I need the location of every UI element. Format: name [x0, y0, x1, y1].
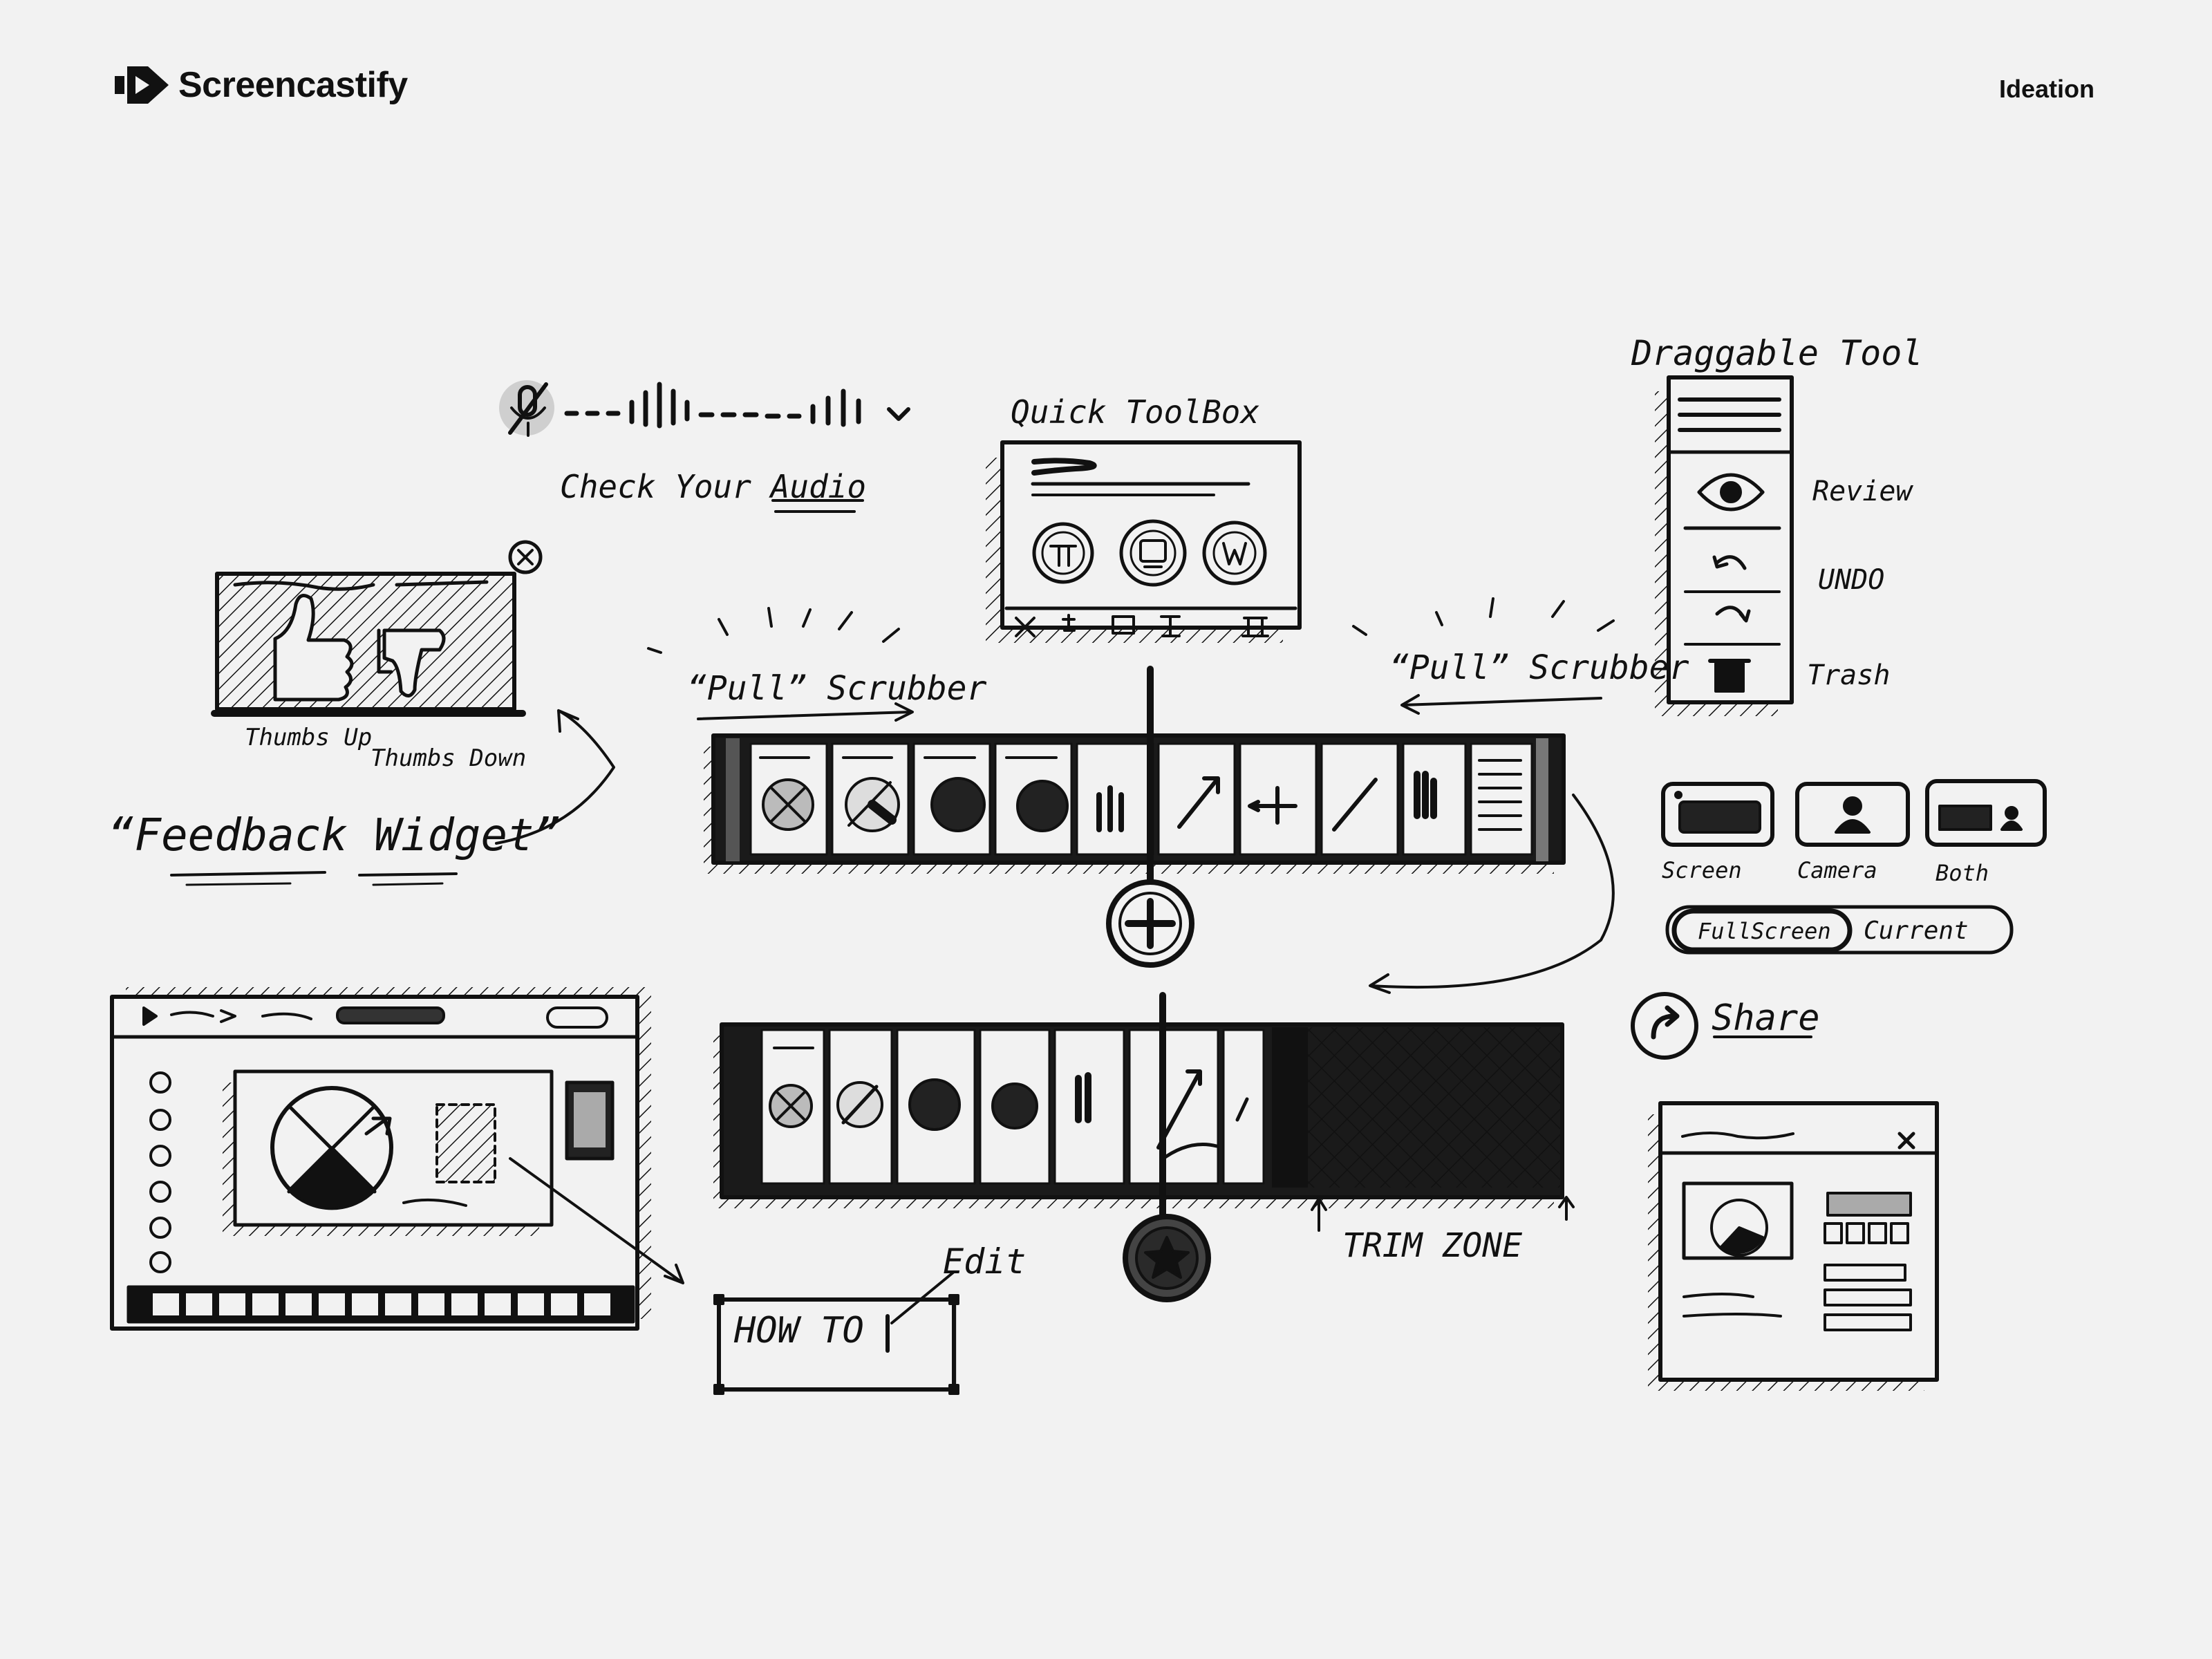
thumbs-down-icon[interactable]: [377, 628, 446, 697]
brand-logo: Screencastify: [115, 64, 408, 106]
crop-icon: [1112, 615, 1135, 635]
share-label[interactable]: Share: [1712, 997, 1820, 1039]
capture-area-toggle[interactable]: [1665, 905, 2014, 955]
pull-scrubber-right-annotation: [1352, 597, 1615, 715]
editor-tool-strip[interactable]: [151, 1292, 612, 1317]
chevron-down-icon[interactable]: [887, 407, 910, 421]
toggle-fullscreen-label[interactable]: FullScreen: [1698, 918, 1831, 944]
feedback-arrow: [495, 709, 615, 845]
feedback-widget-label: “Feedback Widget”: [108, 810, 561, 861]
audio-label: Check Your Audio: [560, 468, 866, 505]
quick-toolbox: [986, 440, 1302, 643]
draggable-tool-title: Draggable Tool: [1631, 333, 1922, 373]
thumbs-up-icon[interactable]: [273, 594, 354, 702]
redo-icon[interactable]: [1715, 606, 1751, 623]
trim-handle-left[interactable]: [1272, 1027, 1308, 1188]
draggable-tool: [1655, 375, 1794, 716]
brand-name: Screencastify: [178, 65, 408, 105]
toolbox-screen-button[interactable]: [1119, 519, 1187, 587]
mode-both-label: Both: [1936, 860, 1989, 886]
quick-toolbox-title: Quick ToolBox: [1011, 393, 1259, 431]
how-to-label: HOW TO: [733, 1310, 864, 1351]
pull-scrubber-left-annotation: [647, 607, 914, 722]
text-cursor-icon: [1160, 615, 1181, 637]
feedback-widget: [211, 540, 543, 717]
tool-trash-label: Trash: [1807, 659, 1890, 691]
close-icon[interactable]: [1897, 1132, 1915, 1150]
mode-screen-label: Screen: [1662, 857, 1742, 883]
trash-icon[interactable]: [1708, 659, 1751, 693]
audio-level-meter: [564, 382, 861, 429]
screencastify-play-logo-icon: [115, 66, 169, 104]
audio-check: [499, 380, 910, 513]
plus-icon[interactable]: [1106, 879, 1194, 968]
connector-arrow: [1369, 794, 1615, 994]
tool-undo-label: UNDO: [1818, 564, 1884, 596]
microphone-icon[interactable]: [508, 382, 548, 437]
close-icon[interactable]: [508, 540, 543, 574]
mode-screen-button[interactable]: [1661, 782, 1774, 847]
thumbs-down-label: Thumbs Down: [371, 744, 526, 772]
tool-review-label: Review: [1812, 476, 1913, 507]
editor-mock: [110, 987, 651, 1331]
mode-both-button[interactable]: [1925, 779, 2047, 847]
mode-camera-label: Camera: [1797, 857, 1877, 883]
trim-zone[interactable]: [1272, 1027, 1562, 1188]
pull-scrubber-left-label: “Pull” Scrubber: [687, 669, 987, 708]
undo-icon[interactable]: [1712, 555, 1747, 570]
toggle-current-label[interactable]: Current: [1864, 917, 1969, 945]
mode-camera-button[interactable]: [1795, 782, 1910, 847]
how-to-box[interactable]: [713, 1294, 959, 1395]
toolbox-tool-row: [1015, 614, 1269, 637]
columns-icon: [1241, 617, 1269, 637]
editor-side-tools[interactable]: [149, 1071, 171, 1273]
pen-icon: [1062, 614, 1076, 632]
section-label: Ideation: [1998, 75, 2094, 103]
eye-icon[interactable]: [1697, 473, 1765, 512]
star-icon[interactable]: [1123, 1214, 1211, 1302]
thumbs-up-label: Thumbs Up: [245, 724, 372, 751]
timeline-bottom[interactable]: [713, 1022, 1564, 1208]
edit-label: Edit: [943, 1241, 1026, 1282]
timeline-top[interactable]: [704, 733, 1566, 874]
recording-modes: [1661, 779, 2047, 955]
trim-zone-label: TRIM ZONE: [1342, 1226, 1522, 1265]
toolbox-text-button[interactable]: [1032, 522, 1094, 584]
scissors-icon: [1015, 617, 1035, 637]
share-dialog-mock: [1648, 1101, 1939, 1391]
share-icon[interactable]: [1631, 992, 1698, 1060]
toolbox-web-button[interactable]: [1202, 521, 1267, 585]
pull-scrubber-right-label: “Pull” Scrubber: [1389, 648, 1689, 687]
